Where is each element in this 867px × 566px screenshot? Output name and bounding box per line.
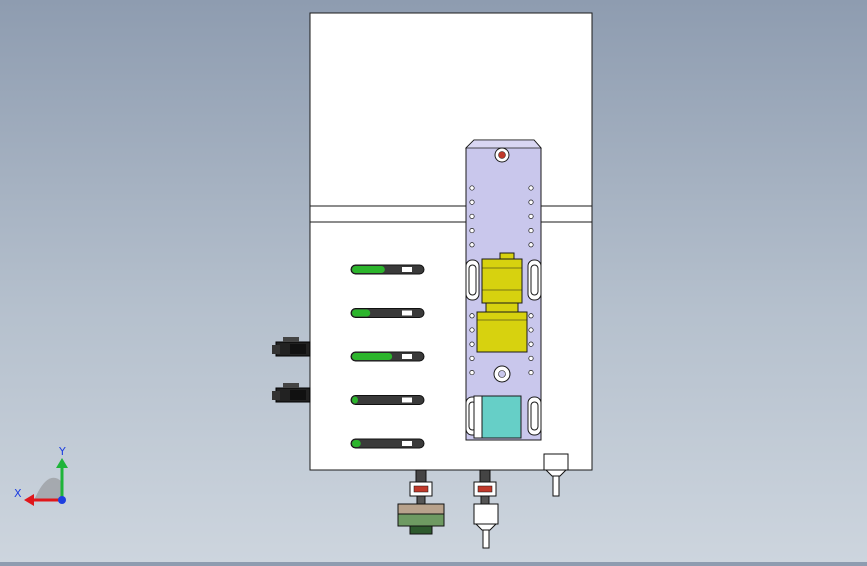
slot-indicator — [352, 440, 361, 447]
z-axis-dot — [58, 496, 66, 504]
plate-hole — [528, 213, 534, 219]
bottom-fitting-right — [543, 453, 569, 497]
enclosure-outline — [309, 12, 593, 471]
plate-hole — [528, 313, 534, 319]
mounting-plate — [465, 139, 542, 441]
middle-fitting — [493, 365, 511, 383]
slot — [350, 438, 425, 449]
plate-hole — [528, 242, 534, 248]
plate-hole — [469, 370, 475, 376]
plate-hole — [469, 228, 475, 234]
slot-indicator — [352, 309, 371, 317]
yellow-motor — [476, 252, 528, 353]
enclosure — [309, 12, 593, 471]
bottom-fitting-center — [473, 469, 499, 549]
y-axis-label: Y — [58, 445, 66, 458]
slot-group — [350, 264, 425, 449]
plate-hole-group — [469, 185, 534, 376]
axis-triad[interactable]: Y X — [14, 445, 68, 506]
plate-hole — [528, 341, 534, 347]
slot-indicator — [352, 353, 393, 360]
plate-hole — [469, 355, 475, 361]
x-axis-label: X — [14, 487, 22, 500]
x-axis-arrow — [24, 494, 34, 506]
y-axis-arrow — [56, 458, 68, 468]
slot-indicator — [352, 266, 385, 273]
plate-hole — [469, 242, 475, 248]
plate-hole — [469, 213, 475, 219]
slot-bracket-upper — [465, 259, 542, 301]
left-connectors — [272, 337, 311, 403]
bottom-fitting-left — [397, 469, 445, 535]
slot — [350, 395, 425, 405]
plate-hole — [469, 313, 475, 319]
slot-indicator — [352, 396, 358, 404]
plate-hole — [528, 327, 534, 333]
plate-hole — [469, 199, 475, 205]
plate-hole — [528, 185, 534, 191]
plate-hole — [528, 228, 534, 234]
plate-hole — [528, 370, 534, 376]
plate-hole — [528, 355, 534, 361]
slot — [350, 308, 425, 318]
plate-hole — [528, 199, 534, 205]
plate-hole — [469, 185, 475, 191]
plate-hole — [469, 341, 475, 347]
cyan-block — [473, 395, 522, 439]
slot — [350, 264, 425, 275]
plate-hole — [469, 327, 475, 333]
slot — [350, 351, 425, 362]
connector-lower — [272, 383, 311, 403]
connector-upper — [272, 337, 311, 357]
